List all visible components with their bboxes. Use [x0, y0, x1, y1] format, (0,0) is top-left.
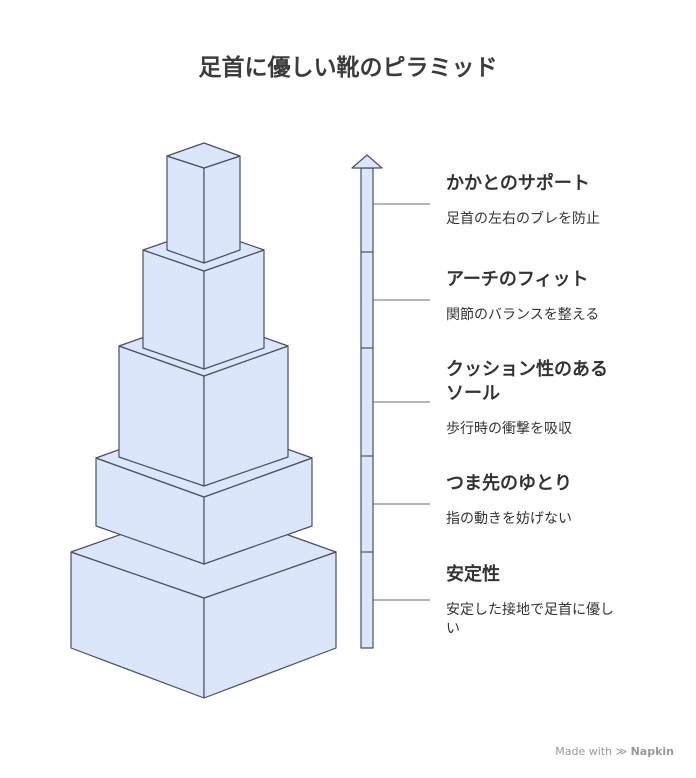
arrow-head-icon [351, 154, 383, 169]
tier-1-right-face [203, 155, 241, 264]
label-cushion-sole: クッション性のあるソール 歩行時の衝撃を吸収 [446, 358, 611, 439]
label-description: 指の動きを妨げない [446, 511, 572, 527]
label-title: 安定性 [446, 564, 500, 585]
page-title: 足首に優しい靴のピラミッド [198, 55, 498, 81]
label-title: つま先のゆとり [446, 473, 572, 494]
arrow-scale [351, 154, 383, 649]
label-title: かかとのサポート [446, 173, 590, 194]
napkin-logo-icon: ≫ [615, 745, 628, 758]
label-title: クッション性のあるソール [446, 359, 608, 404]
pyramid-stack [70, 142, 337, 699]
label-stability: 安定性 安定した接地で足首に優しい [446, 563, 616, 639]
label-description: 関節のバランスを整える [446, 307, 600, 323]
tier-1-top-face [166, 142, 241, 169]
label-description: 歩行時の衝撃を吸収 [446, 421, 572, 437]
footer-attribution: Made with ≫ Napkin [555, 745, 674, 758]
label-description: 安定した接地で足首に優しい [446, 602, 614, 637]
tier-1-left-face [166, 155, 205, 264]
label-heel-support: かかとのサポート 足首の左右のブレを防止 [446, 172, 626, 229]
leader-lines [373, 203, 430, 601]
arrow-shaft [360, 167, 374, 649]
label-description: 足首の左右のブレを防止 [446, 211, 600, 227]
label-title: アーチのフィット [446, 269, 589, 290]
made-with-text: Made with [555, 745, 613, 758]
label-arch-fit: アーチのフィット 関節のバランスを整える [446, 268, 626, 325]
brand-name: Napkin [630, 745, 674, 758]
label-toe-room: つま先のゆとり 指の動きを妨げない [446, 472, 626, 529]
pyramid-tier-heel-support [166, 142, 241, 264]
